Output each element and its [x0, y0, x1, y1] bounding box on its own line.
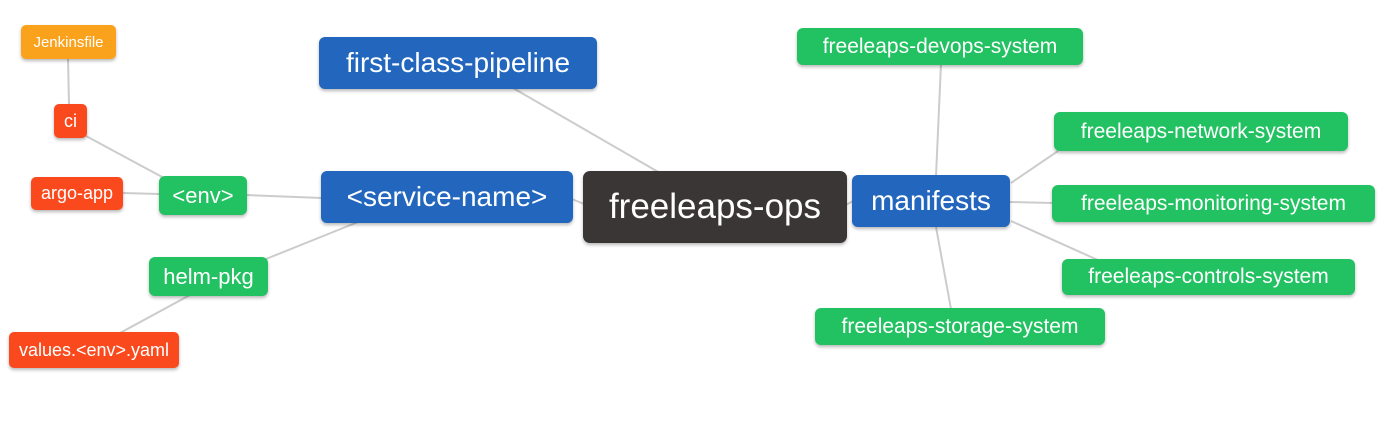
- edge-argo-app-env: [121, 192, 161, 195]
- node-first-class-pipeline[interactable]: first-class-pipeline: [319, 37, 597, 89]
- node-argo-app[interactable]: argo-app: [31, 177, 123, 210]
- node-manifests[interactable]: manifests: [852, 175, 1010, 227]
- edge-jenkinsfile-ci: [67, 57, 70, 106]
- edge-env-service-name: [245, 194, 323, 199]
- edge-service-name-helm-pkg: [265, 221, 359, 260]
- node-service-name[interactable]: <service-name>: [321, 171, 573, 223]
- node-freeleaps-network-system[interactable]: freeleaps-network-system: [1054, 112, 1348, 151]
- edge-manifests-storage: [935, 226, 952, 310]
- edge-manifests-controls: [1010, 220, 1101, 262]
- edge-pipeline-root: [512, 87, 661, 174]
- node-freeleaps-controls-system[interactable]: freeleaps-controls-system: [1062, 259, 1355, 295]
- node-freeleaps-monitoring-system[interactable]: freeleaps-monitoring-system: [1052, 185, 1375, 222]
- edge-manifests-monitoring: [1008, 201, 1054, 204]
- node-helm-pkg[interactable]: helm-pkg: [149, 257, 268, 296]
- node-values-env-yaml[interactable]: values.<env>.yaml: [9, 332, 179, 368]
- node-freeleaps-devops-system[interactable]: freeleaps-devops-system: [797, 28, 1083, 65]
- edge-service-name-root: [571, 198, 585, 205]
- edge-ci-env: [85, 135, 165, 179]
- node-ci[interactable]: ci: [54, 104, 87, 138]
- node-freeleaps-ops-root[interactable]: freeleaps-ops: [583, 171, 847, 243]
- node-freeleaps-storage-system[interactable]: freeleaps-storage-system: [815, 308, 1105, 345]
- edge-manifests-devops: [935, 63, 942, 177]
- node-env[interactable]: <env>: [159, 176, 247, 215]
- node-jenkinsfile[interactable]: Jenkinsfile: [21, 25, 116, 59]
- edge-helm-pkg-values: [119, 294, 191, 334]
- edge-root-manifests: [845, 200, 854, 206]
- edge-manifests-network: [1010, 150, 1059, 184]
